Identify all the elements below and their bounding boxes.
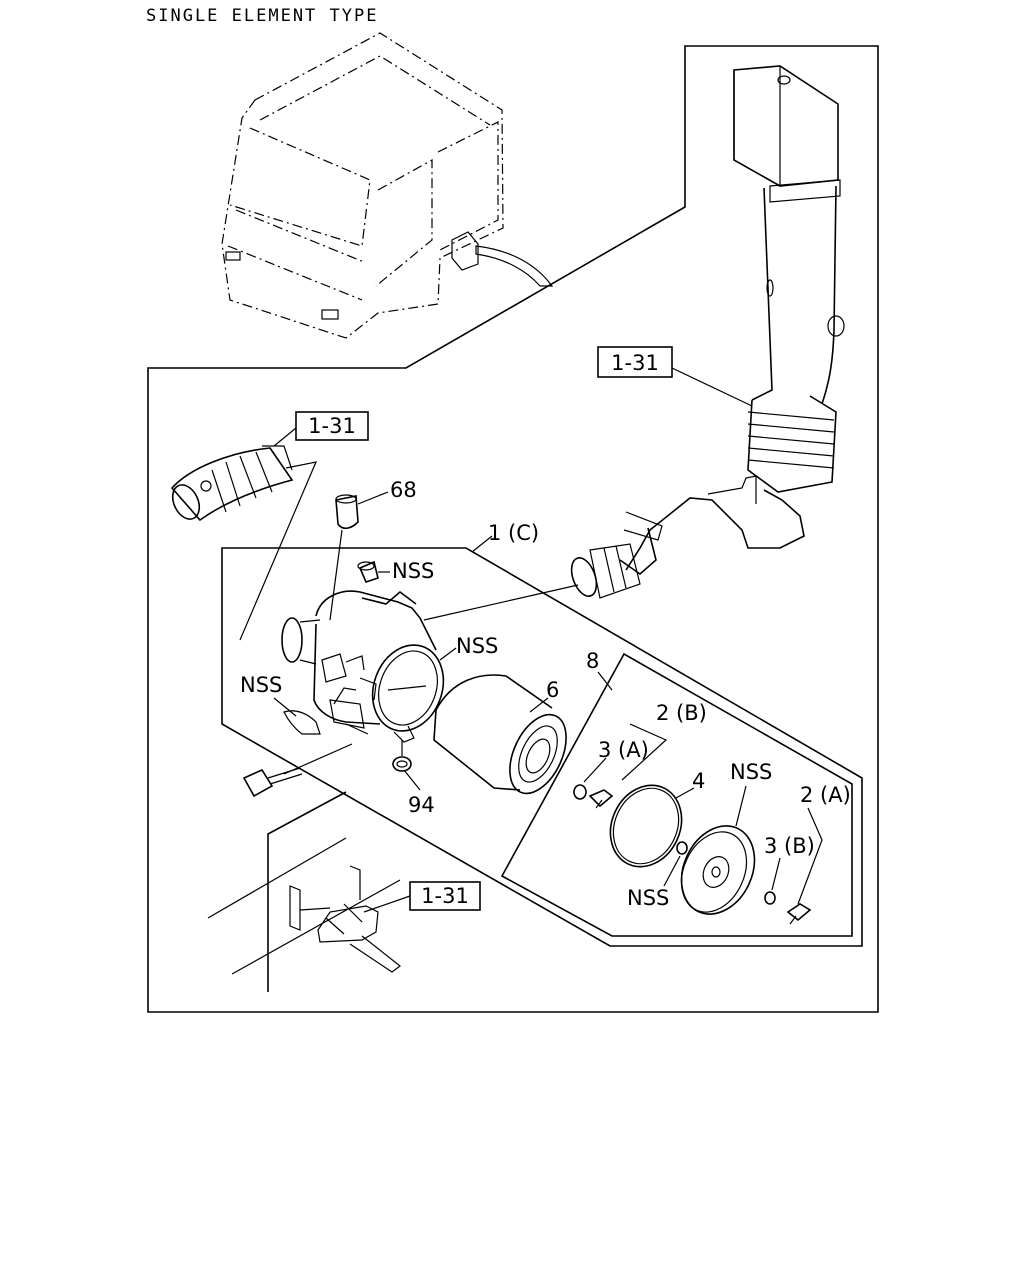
label-part-2a: 2 (A): [800, 783, 851, 807]
nss-bracket: NSS: [240, 673, 369, 798]
callout-ref-upper-duct: 1-31: [597, 346, 753, 407]
label-part-3a: 3 (A): [598, 738, 649, 762]
callout-ref-hose-text: 1-31: [308, 414, 356, 438]
label-part-68: 68: [390, 478, 417, 502]
callout-ref-bracket-text: 1-31: [421, 884, 469, 908]
label-part-3b: 3 (B): [764, 834, 815, 858]
rubber-hose: [170, 445, 294, 522]
label-part-1c: 1 (C): [488, 521, 539, 545]
diagram-title: SINGLE ELEMENT TYPE: [146, 6, 378, 26]
callout-part-8: 8: [586, 649, 613, 691]
part-94: 94: [392, 740, 435, 817]
part-4-oring: 4: [609, 769, 705, 868]
nss-cap: NSS: [357, 559, 434, 583]
part-2a-3b-group: 2 (A) 3 (B): [764, 783, 851, 925]
label-nss-bracket: NSS: [240, 673, 282, 697]
leader-duct-to-inlet: [423, 584, 579, 621]
cover-subassembly-frame: [500, 652, 853, 937]
label-part-8: 8: [586, 649, 599, 673]
label-nss-washer: NSS: [627, 886, 669, 910]
label-part-94: 94: [408, 793, 435, 817]
part-68: 68: [329, 478, 417, 621]
part-2b-3a-group: 2 (B) 3 (A): [573, 701, 707, 809]
truck-cab: [221, 32, 554, 339]
air-cleaner-cover: NSS: [680, 760, 772, 915]
upper-intake-duct: [570, 65, 845, 599]
callout-ref-bracket: 1-31: [363, 881, 481, 913]
label-nss-cap: NSS: [392, 559, 434, 583]
subassembly-frame: [221, 547, 863, 947]
callout-part-1c: 1 (C): [471, 521, 539, 553]
mounting-bracket: [207, 791, 401, 992]
label-part-2b: 2 (B): [656, 701, 707, 725]
label-part-6: 6: [546, 678, 559, 702]
label-nss-cover: NSS: [730, 760, 772, 784]
part-6-element: 6: [433, 674, 567, 795]
main-frame: [147, 45, 879, 1013]
callout-ref-upper-duct-text: 1-31: [611, 351, 659, 375]
nss-washer: NSS: [627, 841, 688, 910]
label-part-4: 4: [692, 769, 705, 793]
callout-ref-hose: 1-31: [239, 411, 369, 641]
air-cleaner-body: NSS: [281, 590, 498, 743]
label-nss-body: NSS: [456, 634, 498, 658]
